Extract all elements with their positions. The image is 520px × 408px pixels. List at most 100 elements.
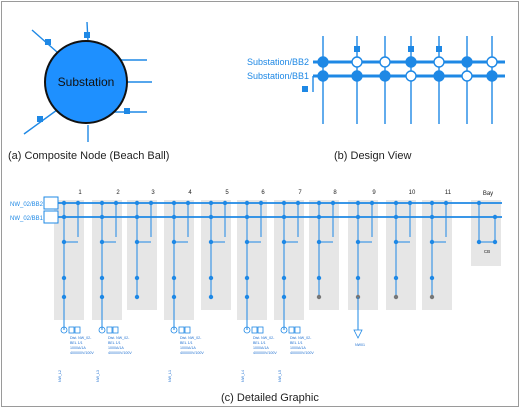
switch-node [99,239,105,245]
busbar-bb2-box [43,196,59,210]
measurement-icon [60,326,68,334]
switch-node [355,275,361,281]
bay-background [309,200,339,310]
device-text: BEL 1/1 [70,341,83,345]
switch-node [99,275,105,281]
bay-background [274,200,304,320]
bay-background [237,200,267,320]
caption-b: (b) Design View [334,150,412,162]
device-text: Dist. NW_02- [108,336,130,340]
switch-node [208,294,214,300]
connector-terminal [124,108,130,114]
composite-node-circle [44,40,128,124]
open-junction [461,70,473,82]
switch-node [244,239,250,245]
bay-background [422,200,452,310]
switch-node [61,275,67,281]
line-label: NW_L2 [58,370,62,382]
device-text: 1000A/1A [70,346,86,350]
switch-node [476,239,482,245]
open-junction [486,56,498,68]
switch-node [355,239,361,245]
bay-number-label: 11 [445,190,452,196]
device-text: 400000V/100V [180,351,204,355]
relay-icon [257,326,264,334]
measurement-icon [280,326,288,334]
switch-node [492,239,498,245]
closed-junction [433,70,445,82]
switch-node [61,239,67,245]
measurement-icon [98,326,106,334]
relay-icon [251,326,258,334]
switch-node [281,275,287,281]
switch-node [393,239,399,245]
line-label: NW_L1 [168,370,172,382]
bay-background [54,200,84,320]
bay-number-label: 5 [225,190,229,196]
measurement-icon [243,326,251,334]
relay-icon [112,326,119,334]
device-text: 1000A/1A [253,346,269,350]
bay-number-label: 10 [409,190,416,196]
feeder-terminal [354,46,360,52]
bay-background [348,200,378,310]
switch-node [134,239,140,245]
bay-number-label: 2 [116,190,120,196]
bay-background [164,200,194,320]
switch-node [208,275,214,281]
switch-node [316,275,322,281]
bay-number-label: 1 [78,190,82,196]
closed-junction [317,56,329,68]
composite-node-label: Substation [58,75,115,89]
switch-node [393,275,399,281]
switch-node [393,294,399,300]
relay-icon [294,326,301,334]
measurement-icon [170,326,178,334]
busbar-bb1-box [43,210,59,224]
switch-node [134,275,140,281]
caption-c: (c) Detailed Graphic [221,392,319,404]
bb2-label-c: NW_02/BB2 [10,202,44,208]
line-label: NW_L4 [241,370,245,382]
panel-b-design-view: Substation/BB2 Substation/BB1 [247,36,505,124]
busbars-c [44,202,502,218]
bb1-label: Substation/BB1 [247,71,309,81]
closed-junction [351,70,363,82]
device-text: Dist. NW_02- [70,336,92,340]
closed-junction [379,70,391,82]
relay-icon [68,326,75,334]
relay-icon [288,326,295,334]
coupler-label: CB [484,249,490,254]
device-text: 400000V/100V [70,351,94,355]
bay-background [127,200,157,310]
switch-node [208,239,214,245]
line-label: NW_L5 [278,370,282,382]
open-junction [433,56,445,68]
bay-background [92,200,122,320]
device-text: 1000A/1A [180,346,196,350]
bay-background [386,200,416,310]
load-label: NW01 [355,343,365,347]
device-text: BEL 1/1 [180,341,193,345]
relay-icon [178,326,185,334]
junctions [302,46,498,92]
open-junction [405,70,417,82]
feeder-terminal [436,46,442,52]
bay-header: Bay [483,191,493,197]
bay-number-label: 3 [151,190,155,196]
closed-junction [317,70,329,82]
bay-number-label: 7 [298,190,302,196]
feeder-terminal [408,46,414,52]
bay-background [471,200,501,266]
device-text: 400000V/100V [290,351,314,355]
switch-node [171,275,177,281]
bay-number-label: 9 [372,190,376,196]
switch-node [429,275,435,281]
switch-node [244,275,250,281]
device-text: 1000A/1A [290,346,306,350]
device-text: Dist. NW_02- [290,336,312,340]
closed-junction [486,70,498,82]
connector-terminal [37,116,43,122]
switch-node [429,239,435,245]
